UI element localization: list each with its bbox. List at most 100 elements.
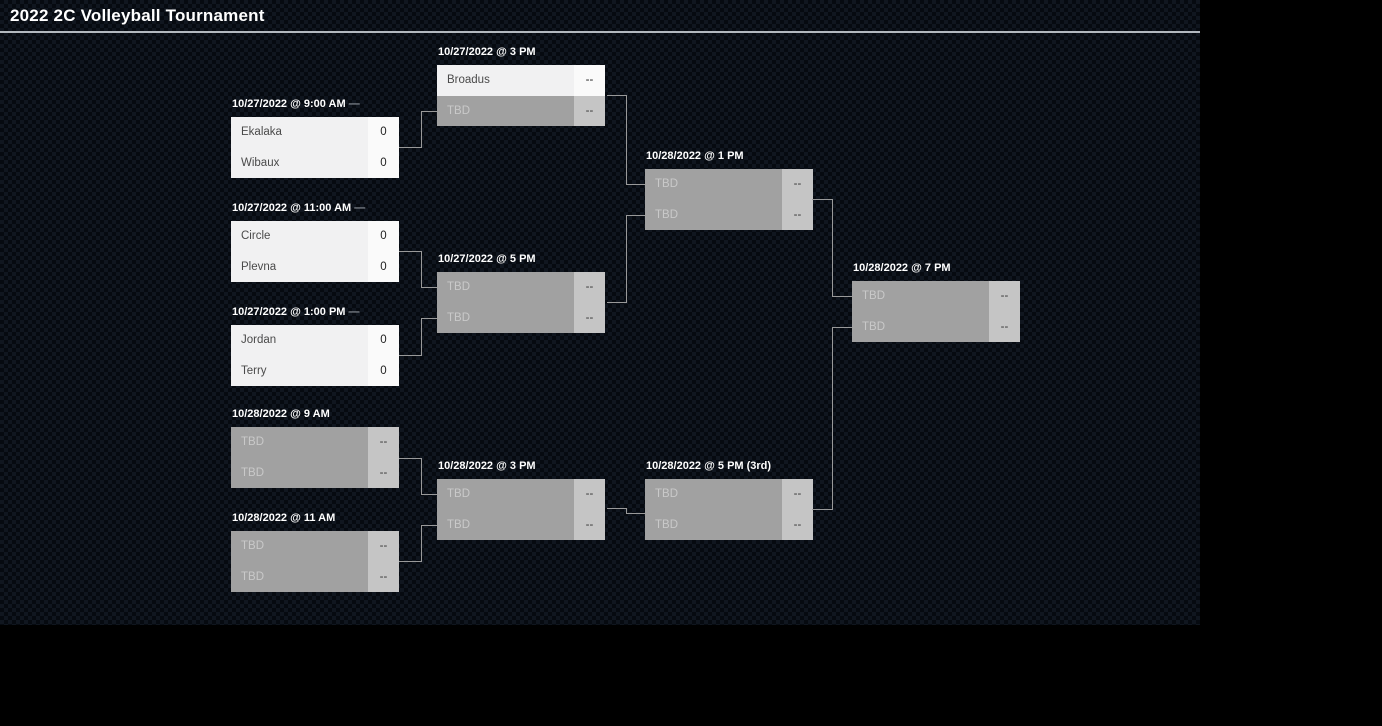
team-row[interactable]: TBD --: [437, 95, 605, 126]
team-row[interactable]: TBD--: [437, 509, 605, 540]
connector-line: [399, 561, 421, 562]
team-score: --: [989, 311, 1020, 342]
match-datetime-text: 10/27/2022 @ 5 PM: [438, 253, 536, 265]
team-name: TBD: [655, 208, 678, 221]
team-name: Jordan: [241, 334, 277, 347]
team-name: TBD: [447, 311, 470, 324]
connector-line: [832, 327, 852, 328]
team-score: 0: [368, 251, 399, 282]
team-score: --: [782, 509, 813, 540]
team-row[interactable]: TBD--: [231, 457, 399, 488]
match-r2-g1: 10/27/2022 @ 3 PM Broadus -- TBD --: [437, 46, 605, 126]
team-row[interactable]: TBD --: [437, 302, 605, 333]
connector-line: [421, 287, 437, 288]
team-score: --: [782, 169, 813, 200]
connector-line: [626, 508, 627, 514]
match-datetime-text: 10/27/2022 @ 11:00 AM: [232, 202, 352, 214]
connector-line: [421, 111, 437, 112]
match-datetime-text: 10/27/2022 @ 1:00 PM: [232, 306, 346, 318]
connector-line: [421, 251, 422, 288]
team-score: --: [782, 479, 813, 510]
match-r2-g3: 10/28/2022 @ 3 PM TBD-- TBD--: [437, 460, 605, 540]
connector-line: [626, 513, 645, 514]
team-score: --: [574, 95, 605, 126]
match-datetime-text: 10/28/2022 @ 5 PM (3rd): [646, 460, 772, 472]
team-score: --: [782, 199, 813, 230]
team-row[interactable]: TBD --: [645, 199, 813, 230]
connector-line: [832, 327, 833, 510]
match-datetime: 10/27/2022 @ 11:00 AM —: [232, 202, 365, 214]
connector-line: [421, 525, 422, 562]
match-r1-g4: 10/28/2022 @ 9 AM TBD-- TBD--: [231, 408, 399, 488]
team-name: TBD: [862, 290, 885, 303]
team-name: Plevna: [241, 260, 277, 273]
team-row[interactable]: TBD--: [231, 531, 399, 562]
team-score: --: [574, 65, 605, 96]
connector-line: [626, 215, 645, 216]
match-r2-g2: 10/27/2022 @ 5 PM TBD -- TBD --: [437, 253, 605, 333]
team-row[interactable]: Terry 0: [231, 355, 399, 386]
match-datetime: 10/28/2022 @ 1 PM: [646, 150, 744, 162]
team-row[interactable]: TBD--: [231, 561, 399, 592]
connector-line: [832, 296, 852, 297]
team-row[interactable]: TBD--: [231, 427, 399, 458]
team-name: TBD: [447, 281, 470, 294]
team-row[interactable]: TBD--: [437, 479, 605, 510]
match-datetime-suffix: —: [351, 202, 366, 214]
connector-line: [626, 95, 627, 185]
team-row[interactable]: TBD --: [852, 311, 1020, 342]
match-datetime: 10/28/2022 @ 3 PM: [438, 460, 536, 472]
match-datetime: 10/27/2022 @ 9:00 AM —: [232, 98, 360, 110]
team-score: --: [989, 281, 1020, 312]
match-datetime: 10/28/2022 @ 7 PM: [853, 262, 951, 274]
team-score: 0: [368, 221, 399, 252]
team-row[interactable]: TBD --: [852, 281, 1020, 312]
team-name: TBD: [447, 104, 470, 117]
connector-line: [607, 302, 626, 303]
team-score: 0: [368, 355, 399, 386]
team-row[interactable]: TBD --: [437, 272, 605, 303]
team-name: TBD: [241, 436, 264, 449]
team-row[interactable]: Plevna 0: [231, 251, 399, 282]
team-row[interactable]: TBD --: [645, 479, 813, 510]
match-datetime: 10/27/2022 @ 5 PM: [438, 253, 536, 265]
connector-line: [812, 199, 832, 200]
match-third-place: 10/28/2022 @ 5 PM (3rd) TBD -- TBD --: [645, 460, 813, 540]
team-row[interactable]: TBD --: [645, 509, 813, 540]
match-r1-g3: 10/27/2022 @ 1:00 PM — Jordan 0 Terry 0: [231, 306, 399, 386]
team-name: TBD: [655, 488, 678, 501]
team-score: 0: [368, 147, 399, 178]
team-score: --: [574, 302, 605, 333]
team-name: TBD: [447, 488, 470, 501]
match-datetime-text: 10/28/2022 @ 7 PM: [853, 262, 951, 274]
team-row[interactable]: Broadus --: [437, 65, 605, 96]
connector-line: [421, 318, 422, 356]
page-title: 2022 2C Volleyball Tournament: [10, 5, 265, 25]
match-r1-g5: 10/28/2022 @ 11 AM TBD-- TBD--: [231, 512, 399, 592]
team-row[interactable]: TBD --: [645, 169, 813, 200]
team-name: TBD: [655, 178, 678, 191]
tournament-page: 2022 2C Volleyball Tournament 10/27/2022…: [0, 0, 1200, 625]
team-name: Broadus: [447, 74, 490, 87]
match-datetime-text: 10/27/2022 @ 3 PM: [438, 46, 536, 58]
team-name: Wibaux: [241, 156, 280, 169]
team-name: TBD: [655, 518, 678, 531]
team-score: --: [368, 561, 399, 592]
team-score: --: [368, 531, 399, 562]
connector-line: [399, 355, 421, 356]
connector-line: [812, 509, 832, 510]
team-row[interactable]: Jordan 0: [231, 325, 399, 356]
team-score: --: [574, 272, 605, 303]
match-datetime: 10/27/2022 @ 1:00 PM —: [232, 306, 360, 318]
team-row[interactable]: Wibaux 0: [231, 147, 399, 178]
team-score: 0: [368, 325, 399, 356]
team-name: TBD: [862, 320, 885, 333]
match-datetime-text: 10/28/2022 @ 1 PM: [646, 150, 744, 162]
match-datetime: 10/28/2022 @ 5 PM (3rd): [646, 460, 771, 472]
team-name: TBD: [447, 518, 470, 531]
match-datetime-text: 10/27/2022 @ 9:00 AM: [232, 98, 346, 110]
team-name: Terry: [241, 364, 267, 377]
